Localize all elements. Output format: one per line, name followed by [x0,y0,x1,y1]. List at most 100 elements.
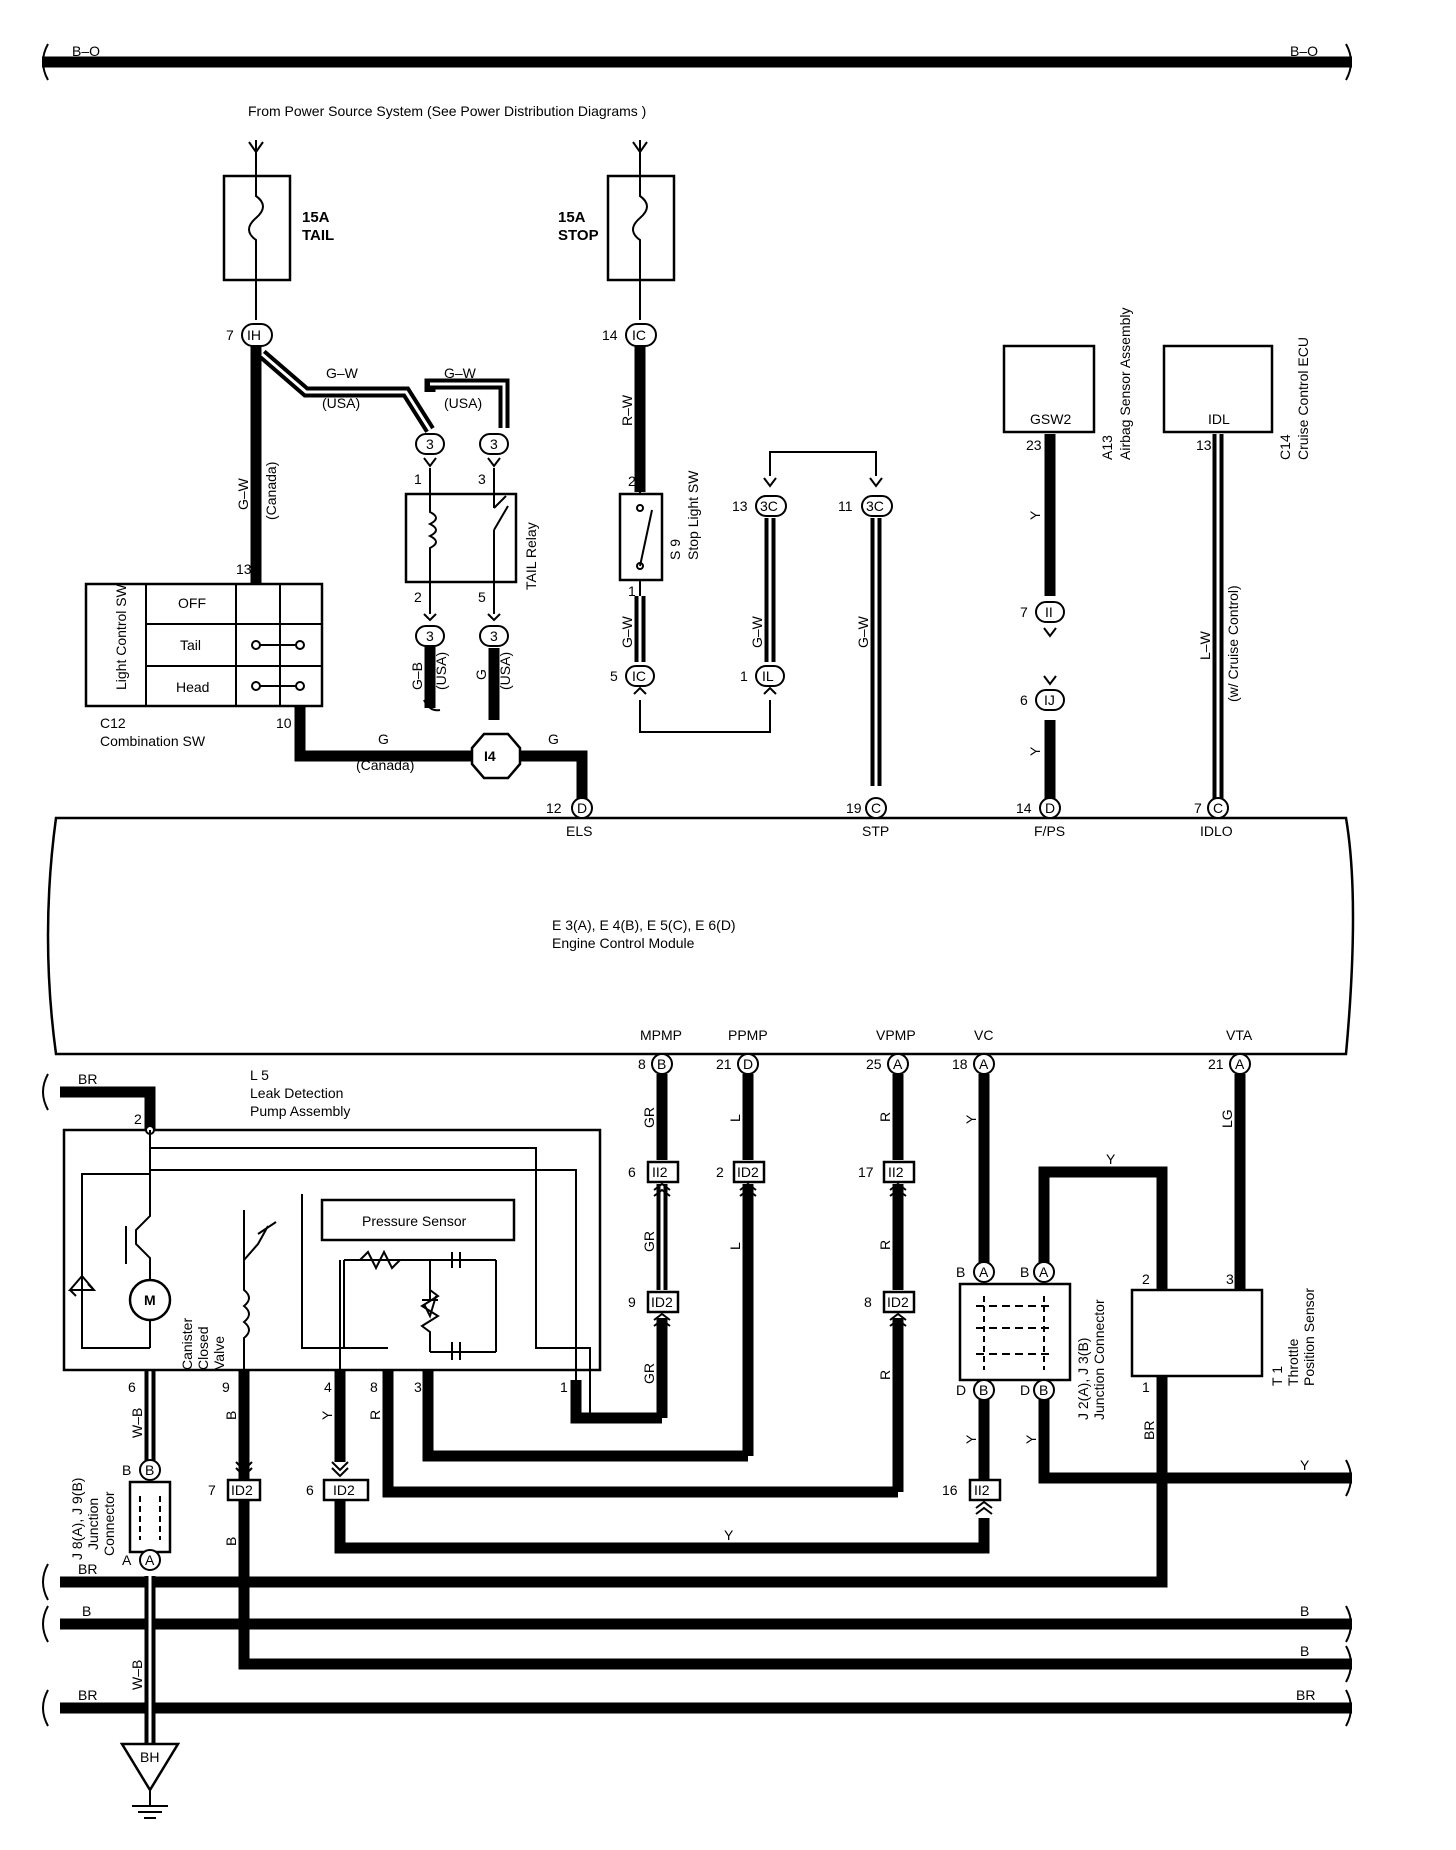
ppmp-name: PPMP [728,1027,768,1043]
ldp-motor: M [144,1292,156,1308]
wl-g-canada: G [378,731,389,747]
wl-y-gsw: Y [1027,510,1043,520]
lightsw-name: Light Control SW [113,583,129,690]
wl-r2: R [877,1240,893,1250]
wl-l1: L [727,1114,743,1122]
wl-b-ldp2: B [223,1537,239,1546]
inline-conn-id2-7: ID2 7 [208,1461,262,1502]
bus-ends: BR BR B B B BR BR [42,1071,1352,1727]
ldp-line1: Leak Detection [250,1085,343,1101]
wl-y-gsw2: Y [1027,746,1043,756]
vta-num: 21 [1208,1056,1224,1072]
wl-canada1: (Canada) [263,462,279,520]
id2-6-name: ID2 [333,1482,355,1498]
wl-rw: R–W [619,394,635,426]
relay-conn-2: 3 [490,436,498,452]
il-pin: 1 [740,668,748,684]
tail-relay: 3 3 1 3 2 5 3 3 TAIL Relay [404,433,539,647]
mpmp-num: 8 [638,1056,646,1072]
relay-name: TAIL Relay [523,522,539,590]
jcl-top: B [122,1462,131,1478]
airbag-pin-name: GSW2 [1030,411,1071,427]
junction-connector-j2-j3: A B A B B D B D J 2(A), J 3(B) Junction … [956,1261,1107,1420]
ij-pin: 6 [1020,692,1028,708]
connector-ic-top: IC 14 [602,323,657,347]
wl-y-ldp: Y [319,1410,335,1420]
mpmp-name: MPMP [640,1027,682,1043]
tps-pin2: 2 [1142,1271,1150,1287]
ecm-pin-fps: D 14 F/PS [1016,797,1065,839]
wl-gw-stp: G–W [855,615,871,648]
lightsw-pin13: 13 [236,561,252,577]
airbag-id: A13 [1099,435,1115,460]
ecm-pin-ppmp: PPMP D 21 [716,1027,768,1075]
id2-6-pin: 6 [306,1482,314,1498]
jcr-ld2: D [1020,1382,1030,1398]
ii2-16-pin: 16 [942,1482,958,1498]
relay-conn-1: 3 [426,436,434,452]
leak-detection-pump: L 5 Leak Detection Pump Assembly 2 Press… [62,1067,602,1418]
wl-y-right: Y [1300,1457,1310,1473]
ecm-pin-mpmp: MPMP B 8 [638,1027,682,1075]
stopsw-id: S 9 [667,539,683,560]
wl-gw2: G–W [444,365,477,381]
inline-conn-id2-2: ID2 2 [716,1160,766,1197]
els-num: 12 [546,800,562,816]
lightsw-off: OFF [178,595,206,611]
tps-pin3: 3 [1226,1271,1234,1287]
airbag-pin: 23 [1026,437,1042,453]
jcr-ld: D [956,1382,966,1398]
fuse-stop-name: STOP [558,227,599,244]
fps-name: F/PS [1034,823,1065,839]
tps-line2: Position Sensor [1301,1288,1317,1386]
ecm-pin-els: D 12 ELS [546,797,593,839]
ic-bot-label: IC [632,668,646,684]
wl-g-els: G [548,731,559,747]
vpmp-num: 25 [866,1056,882,1072]
bus-b2-right: B [1300,1603,1309,1619]
vc-name: VC [974,1027,993,1043]
id2-2-pin: 2 [716,1164,724,1180]
wl-y-vc-low: Y [963,1434,979,1444]
ic-top-pin: 14 [602,327,618,343]
connector-ih: IH 7 [226,323,273,347]
inline-conn-ii2-17: II2 17 [858,1160,916,1197]
ppmp-conn: D [743,1056,753,1072]
id2-8-name: ID2 [887,1294,909,1310]
c3c-b-pin: 11 [838,498,853,514]
ldp-pressure-sensor: Pressure Sensor [362,1213,467,1229]
id2-2-name: ID2 [737,1164,759,1180]
wl-r3: R [877,1370,893,1380]
wl-gw-stop: G–W [619,615,635,648]
mpmp-conn: B [657,1056,666,1072]
wl-w-cruise: (w/ Cruise Control) [1225,585,1241,702]
relay-pin2: 2 [414,589,422,605]
lightsw-label: Combination SW [100,733,206,749]
ih-label: IH [247,327,261,343]
ii2-6-pin: 6 [628,1164,636,1180]
ic-bot-pin: 5 [610,668,618,684]
ic-top-label: IC [632,327,646,343]
fps-num: 14 [1016,800,1032,816]
ii2-6-name: II2 [652,1164,668,1180]
id2-9-pin: 9 [628,1294,636,1310]
fuse-stop-rating: 15A [558,209,586,226]
wl-gb: G–B [409,662,425,690]
ii-pin: 7 [1020,604,1028,620]
airbag-sensor: GSW2 23 A13 Airbag Sensor Assembly II 7 … [1002,307,1133,711]
bus-br4-right: BR [1296,1687,1315,1703]
relay-conn-4: 3 [490,628,498,644]
wl-r-ldp: R [367,1410,383,1420]
wl-canada2: (Canada) [356,757,414,773]
id2-7-name: ID2 [231,1482,253,1498]
fuse-tail: 15A TAIL [222,140,334,320]
jcl-line3: Connector [101,1491,117,1556]
ppmp-num: 21 [716,1056,732,1072]
jcr-lb: B [1020,1264,1029,1280]
ldp-valve1: Canister [179,1318,195,1370]
ldp-pin3: 3 [414,1379,422,1395]
stp-conn: C [871,800,881,816]
ecm-pin-stp: C 19 STP [846,797,889,839]
wl-g-relay: G [473,669,489,680]
ecm-line2: Engine Control Module [552,935,695,951]
